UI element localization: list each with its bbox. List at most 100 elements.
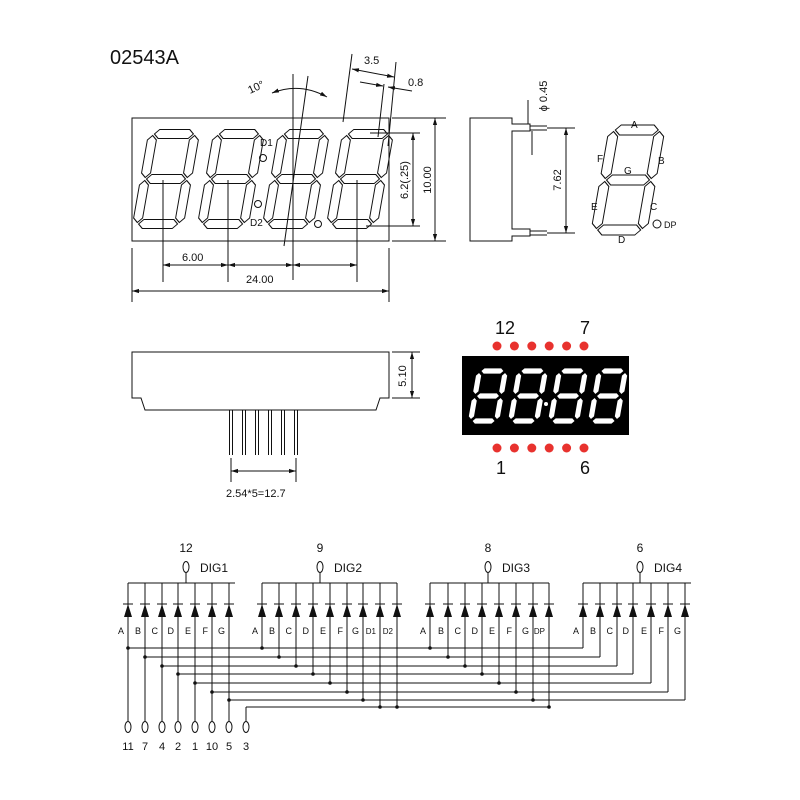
common-pin-terminal xyxy=(316,561,324,573)
segment-pin-number-1: 1 xyxy=(192,741,198,753)
bottom-view: 2.54*5=12.7 5.10 xyxy=(131,351,420,500)
segment-b xyxy=(377,134,393,179)
segment-label-d: D xyxy=(618,235,625,246)
segment-g xyxy=(515,392,541,400)
segment-e xyxy=(198,179,214,224)
segment-c xyxy=(573,396,584,421)
segment-pin-terminal xyxy=(158,721,166,733)
segment-label-dp: DP xyxy=(664,220,677,230)
digit-name-dig1: DIG1 xyxy=(200,561,228,575)
colon-dot xyxy=(544,402,548,406)
segment-d xyxy=(331,219,373,229)
segment-f xyxy=(592,371,603,396)
pin-1-label: 1 xyxy=(496,458,506,478)
segment-pin-number-11: 11 xyxy=(122,741,133,753)
segment-label-d: D xyxy=(472,626,479,636)
bottom-pin-dot xyxy=(544,443,554,453)
pinout-view: 12 7 1 6 xyxy=(462,318,629,478)
segment-label-d1: D1 xyxy=(366,627,377,636)
segment-d xyxy=(137,219,179,229)
part-number-title: 02543A xyxy=(110,47,180,69)
segment-pin-terminal xyxy=(124,721,132,733)
segment-f xyxy=(472,371,483,396)
segment-d xyxy=(551,417,576,425)
segment-a xyxy=(218,129,260,139)
segment-pin-number-7: 7 xyxy=(142,741,148,753)
segment-g xyxy=(275,174,317,184)
top-pin-dot xyxy=(527,341,537,351)
segment-label-f: F xyxy=(507,626,513,636)
segment-label-c: C xyxy=(607,626,614,636)
common-pin-number-6: 6 xyxy=(637,541,644,555)
segment-g xyxy=(555,392,581,400)
segment-e xyxy=(587,396,598,421)
segment-label-d: D xyxy=(623,626,630,636)
pin-diameter-dim: ϕ 0.45 xyxy=(538,81,550,112)
segment-g xyxy=(595,392,621,400)
segment-c xyxy=(305,179,321,224)
segment-d xyxy=(511,417,536,425)
segment-map: A B C D E F G DP xyxy=(591,120,677,246)
segment-b xyxy=(618,371,629,396)
segment-label-e: E xyxy=(320,626,326,636)
digit-1 xyxy=(133,129,199,229)
digit-name-dig2: DIG2 xyxy=(334,561,362,575)
segment-label-f: F xyxy=(203,626,209,636)
segment-pin-number-2: 2 xyxy=(175,741,181,753)
segment-pin-terminal xyxy=(174,721,182,733)
d1-label: D1 xyxy=(260,138,273,149)
segment-label-f: F xyxy=(338,626,344,636)
front-digits xyxy=(133,129,393,229)
segment-a xyxy=(347,129,389,139)
segment-g xyxy=(475,392,501,400)
display-body-outline xyxy=(131,117,390,242)
segment-spacing-dim: 3.5 xyxy=(364,55,379,67)
segment-label-g: G xyxy=(218,626,225,636)
segment-b xyxy=(538,371,549,396)
segment-c xyxy=(613,396,624,421)
segment-g xyxy=(145,174,187,184)
segment-b xyxy=(313,134,329,179)
segment-label-b: B xyxy=(658,156,665,167)
bottom-pin-dot xyxy=(509,443,519,453)
segment-g xyxy=(605,174,651,186)
side-view: 7.62 ϕ 0.45 xyxy=(469,81,575,242)
segment-pin-number-3: 3 xyxy=(243,741,249,753)
segment-label-b: B xyxy=(590,626,596,636)
segment-d xyxy=(471,417,496,425)
segment-e xyxy=(467,396,478,421)
digit-name-dig4: DIG4 xyxy=(654,561,682,575)
segment-e xyxy=(591,180,610,230)
d1-dot xyxy=(259,154,267,162)
segment-label-e: E xyxy=(185,626,191,636)
bottom-pin-dot xyxy=(492,443,502,453)
segment-pin-terminal xyxy=(242,721,250,733)
pin-7-label: 7 xyxy=(580,318,590,338)
top-pin-dot xyxy=(492,341,502,351)
segment-b xyxy=(248,134,264,179)
dp-segment-dot xyxy=(652,219,662,229)
segment-e xyxy=(133,179,149,224)
segment-f xyxy=(271,134,287,179)
dp-dot xyxy=(314,220,322,228)
segment-d xyxy=(267,219,309,229)
segment-c xyxy=(175,179,191,224)
segment-label-e: E xyxy=(641,626,647,636)
d2-label: D2 xyxy=(250,218,263,229)
segment-label-d2: D2 xyxy=(383,627,394,636)
segment-a xyxy=(560,367,585,375)
pin-12-label: 12 xyxy=(495,318,515,338)
segment-label-g: G xyxy=(522,626,529,636)
segment-label-d: D xyxy=(303,626,310,636)
pin-6-label: 6 xyxy=(580,458,590,478)
segment-label-f: F xyxy=(659,626,665,636)
angle-label: 10° xyxy=(246,79,266,97)
digit-2 xyxy=(198,129,264,229)
segment-label-f: F xyxy=(597,154,603,165)
segment-label-e: E xyxy=(489,626,495,636)
segment-b xyxy=(578,371,589,396)
common-pin-terminal xyxy=(182,561,190,573)
segment-b xyxy=(646,130,665,180)
display-digit-2 xyxy=(507,367,549,425)
